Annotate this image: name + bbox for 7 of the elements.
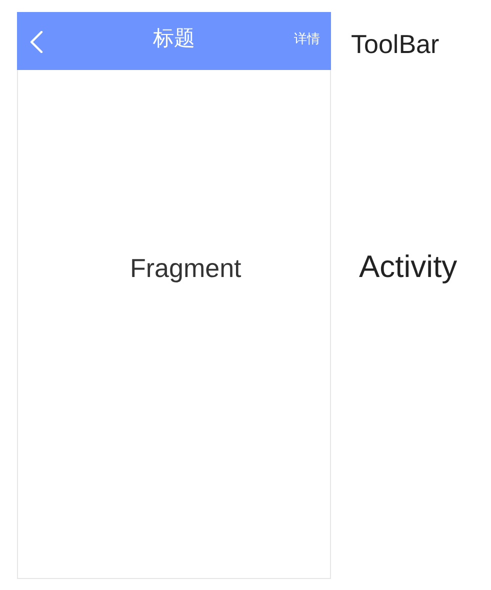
fragment-label: Fragment bbox=[130, 254, 242, 284]
toolbar-title: 标题 bbox=[153, 27, 195, 52]
toolbar-action: 详情 bbox=[294, 32, 320, 47]
annotation-label: ToolBar bbox=[351, 30, 440, 60]
phone-screen bbox=[17, 12, 331, 579]
toolbar bbox=[17, 12, 331, 70]
annotation-label: Activity bbox=[359, 249, 458, 285]
